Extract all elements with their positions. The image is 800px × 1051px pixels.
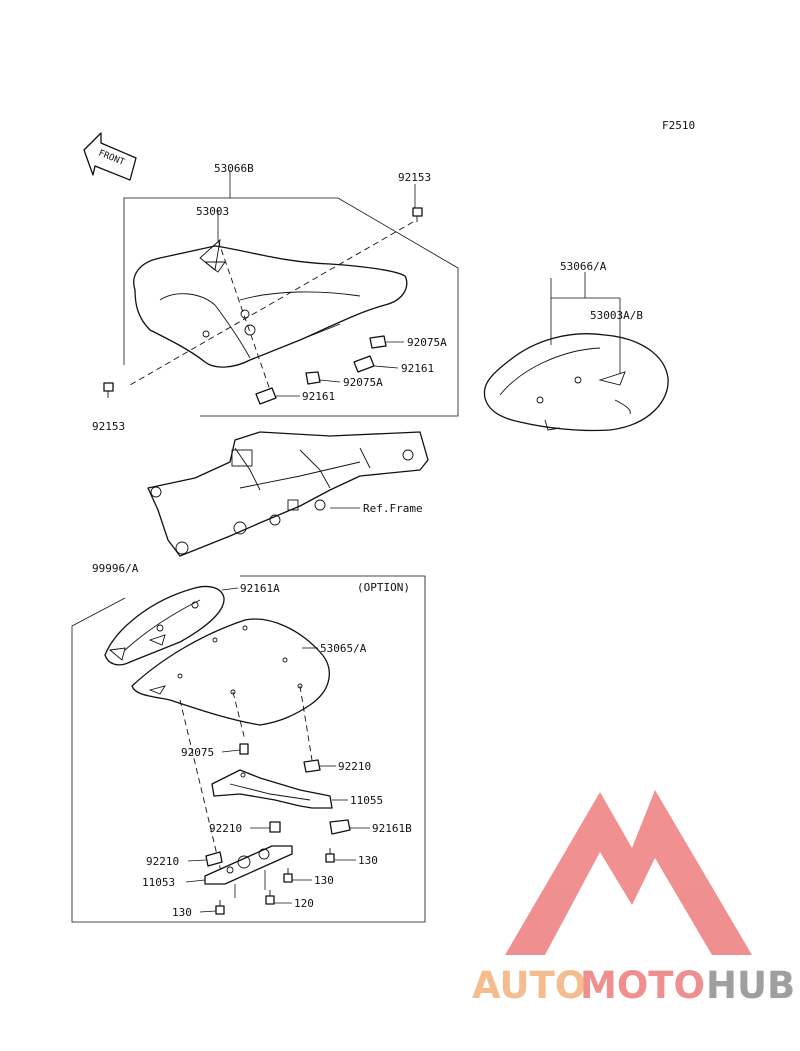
nut-92210-3 <box>205 851 223 867</box>
label-53065a: 53065/A <box>320 642 367 655</box>
buffer-92075a-1 <box>369 335 387 349</box>
front-arrow-icon: FRONT <box>83 132 137 181</box>
bolt-130-3 <box>215 900 225 915</box>
pad-53065a <box>131 618 330 726</box>
buffer-92075a-2 <box>305 371 321 385</box>
label-130-2: 130 <box>314 874 334 887</box>
label-130-1: 130 <box>358 854 378 867</box>
watermark-text-auto: AUTO <box>472 964 586 1007</box>
watermark-text-hub: HUB <box>706 964 795 1007</box>
label-92075a-2: 92075A <box>343 376 383 389</box>
label-99996a: 99996/A <box>92 562 139 575</box>
dash-line-a <box>129 221 414 386</box>
label-53066a: 53066/A <box>560 260 607 273</box>
label-120: 120 <box>294 897 314 910</box>
label-11053: 11053 <box>142 876 175 889</box>
label-92075a-1: 92075A <box>407 336 447 349</box>
label-92161a: 92161A <box>240 582 280 595</box>
label-92161b: 92161B <box>372 822 412 835</box>
bolt-92153-top <box>412 207 423 222</box>
label-130-3: 130 <box>172 906 192 919</box>
label-11055: 11055 <box>350 794 383 807</box>
buffer-92075 <box>239 743 249 755</box>
bolt-120 <box>265 890 275 905</box>
bolt-130-2 <box>283 868 293 883</box>
label-92210-3: 92210 <box>146 855 179 868</box>
watermark-text-moto: MOTO <box>580 964 705 1007</box>
seat-cover-53066a <box>483 333 669 432</box>
label-92210-2: 92210 <box>209 822 242 835</box>
label-92153-left: 92153 <box>92 420 125 433</box>
bolt-130-1 <box>325 848 335 863</box>
label-92161-1: 92161 <box>401 362 434 375</box>
cowl-99996a <box>104 585 225 666</box>
label-53066b: 53066B <box>214 162 254 175</box>
watermark-logo: AUTO MOTO HUB <box>472 790 795 1007</box>
nut-92210-1 <box>303 759 321 773</box>
seat-53003 <box>133 238 408 368</box>
dash-line-b <box>217 239 271 391</box>
bracket-11055 <box>211 769 333 809</box>
frame-reference <box>147 431 429 557</box>
label-ref-frame: Ref.Frame <box>363 502 423 515</box>
clip-92161-1 <box>353 355 375 373</box>
nut-92210-2 <box>269 821 281 833</box>
bolt-92153-left <box>103 382 114 398</box>
label-92161-2: 92161 <box>302 390 335 403</box>
clip-92161-2 <box>255 387 277 405</box>
option-box <box>71 575 426 923</box>
option-label: (OPTION) <box>357 581 410 594</box>
bracket-53066b <box>123 197 459 417</box>
label-53003: 53003 <box>196 205 229 218</box>
figure-code: F2510 <box>662 119 695 132</box>
watermark-triangle-icon <box>505 790 752 955</box>
label-92075: 92075 <box>181 746 214 759</box>
label-53003ab: 53003A/B <box>590 309 643 322</box>
bracket-53066a <box>550 278 620 299</box>
clip-92161b <box>329 819 351 835</box>
label-92210-1: 92210 <box>338 760 371 773</box>
label-92153-top: 92153 <box>398 171 431 184</box>
plate-11053 <box>204 845 293 885</box>
